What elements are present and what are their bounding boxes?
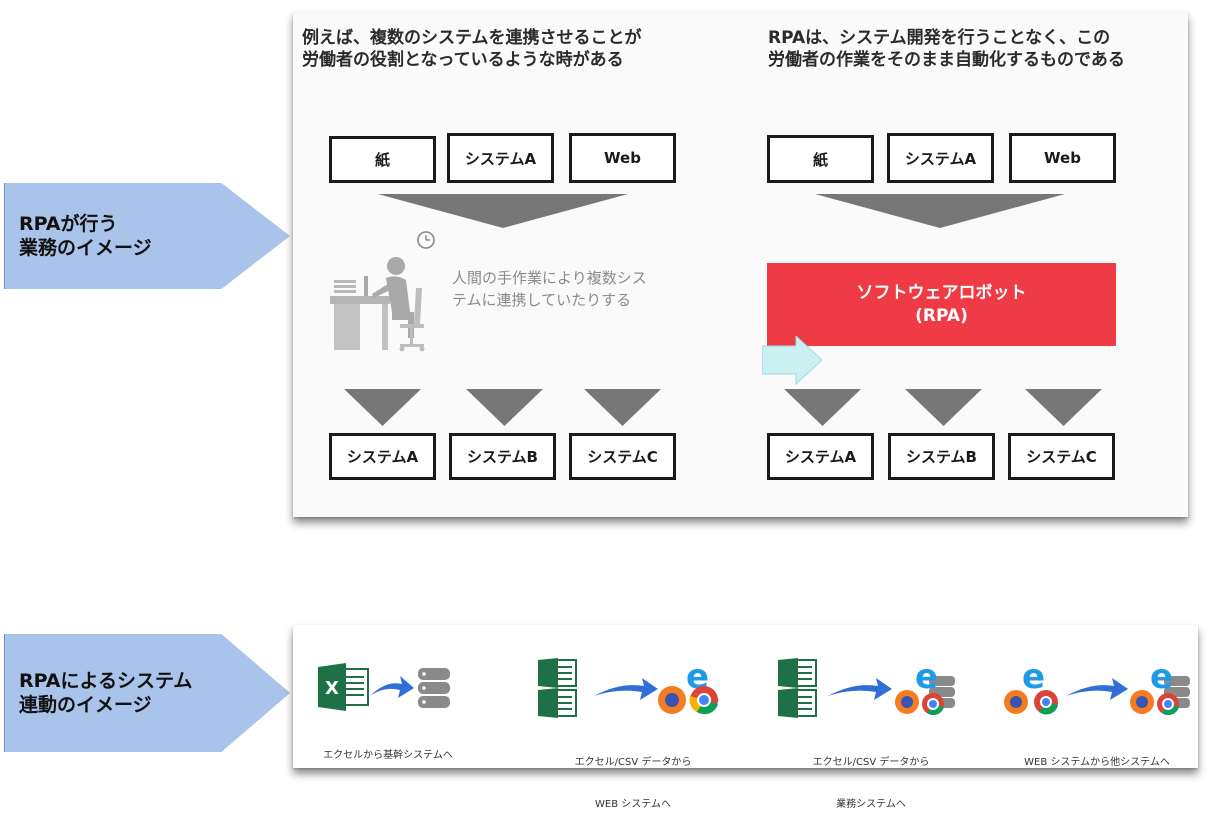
right-down-arrow-b	[905, 389, 982, 426]
browser-icons-source: e	[1004, 658, 1058, 715]
ie-letter-3: e	[1022, 658, 1045, 697]
right-target-system-b: システムB	[888, 433, 995, 480]
software-robot-sublabel: (RPA)	[915, 305, 968, 326]
right-target-system-c: システムC	[1008, 433, 1115, 480]
caption-excel-to-core: エクセルから基幹システムへ	[308, 721, 468, 777]
left-down-arrow-b	[466, 389, 543, 426]
caption-excel-to-web: エクセル/CSV データから WEB システムへ	[548, 728, 718, 826]
excel-icon: X	[318, 663, 369, 711]
software-robot-label: ソフトウェアロボット	[856, 282, 1027, 303]
left-down-arrow-a	[344, 389, 421, 426]
left-funnel-arrow	[378, 194, 628, 228]
caption-excel-to-business-line1: エクセル/CSV データから	[812, 757, 930, 768]
browser-database-icons-2: e	[1130, 658, 1190, 716]
rpa-link-label: RPAによるシステム 連動のイメージ	[4, 634, 290, 752]
left-source-web: Web	[569, 133, 676, 183]
rpa-work-label: RPAが行う 業務のイメージ	[4, 183, 290, 289]
manual-work-note-line1: 人間の手作業により複数シス	[452, 269, 647, 287]
right-down-arrow-a	[784, 389, 861, 426]
right-source-system-a: システムA	[887, 133, 994, 183]
transfer-arrow-icon-4	[1066, 678, 1128, 700]
caption-web-to-other: WEB システムから他システムへ	[1012, 728, 1182, 784]
left-heading-line2: 労働者の役割となっているような時がある	[302, 50, 624, 70]
left-source-system-a: システムA	[447, 133, 554, 183]
transfer-arrow-icon	[370, 676, 414, 698]
left-target-system-b: システムB	[449, 433, 556, 480]
browser-database-icons: e	[895, 658, 955, 716]
left-down-arrow-c	[584, 389, 661, 426]
excel-stack-icon-2	[778, 658, 817, 718]
caption-web-to-other-line1: WEB システムから他システムへ	[1024, 757, 1170, 768]
right-heading-line2: 労働者の作業をそのまま自動化するものである	[768, 50, 1125, 70]
left-source-paper: 紙	[329, 136, 436, 183]
left-target-system-a: システムA	[329, 433, 436, 480]
transfer-arrow-icon-2	[594, 678, 658, 700]
database-icon	[418, 668, 450, 708]
excel-stack-icon	[538, 658, 577, 718]
rpa-link-label-line2: 連動のイメージ	[19, 694, 152, 716]
right-source-paper: 紙	[767, 135, 874, 183]
office-worker-icon	[330, 231, 435, 352]
caption-excel-to-business-line2: 業務システムへ	[836, 799, 906, 810]
left-heading-line1: 例えば、複数のシステムを連携させることが	[302, 28, 642, 48]
cursor-arrow-icon	[762, 336, 823, 386]
right-heading-line1: RPAは、システム開発を行うことなく、この	[768, 28, 1111, 48]
excel-letter: X	[325, 678, 339, 699]
caption-excel-to-web-line2: WEB システムへ	[595, 799, 671, 810]
right-source-web: Web	[1009, 133, 1116, 183]
manual-work-note-line2: テムに連携していたりする	[452, 291, 632, 309]
rpa-link-label-line1: RPAによるシステム	[19, 670, 193, 692]
rpa-work-label-line1: RPAが行う	[19, 213, 118, 235]
ie-letter-2: e	[915, 658, 938, 697]
transfer-arrow-icon-3	[828, 678, 892, 700]
right-target-system-a: システムA	[767, 433, 874, 480]
right-funnel-arrow	[815, 194, 1065, 228]
software-robot-box: ソフトウェアロボット (RPA)	[767, 263, 1116, 346]
left-target-system-c: システムC	[569, 433, 676, 480]
rpa-work-label-line2: 業務のイメージ	[19, 237, 152, 259]
browser-icons: e	[658, 658, 718, 715]
ie-letter-4: e	[1150, 658, 1173, 697]
right-down-arrow-c	[1025, 389, 1102, 426]
caption-excel-to-core-line1: エクセルから基幹システムへ	[323, 750, 453, 761]
caption-excel-to-business: エクセル/CSV データから 業務システムへ	[786, 728, 956, 826]
caption-excel-to-web-line1: エクセル/CSV データから	[574, 757, 692, 768]
